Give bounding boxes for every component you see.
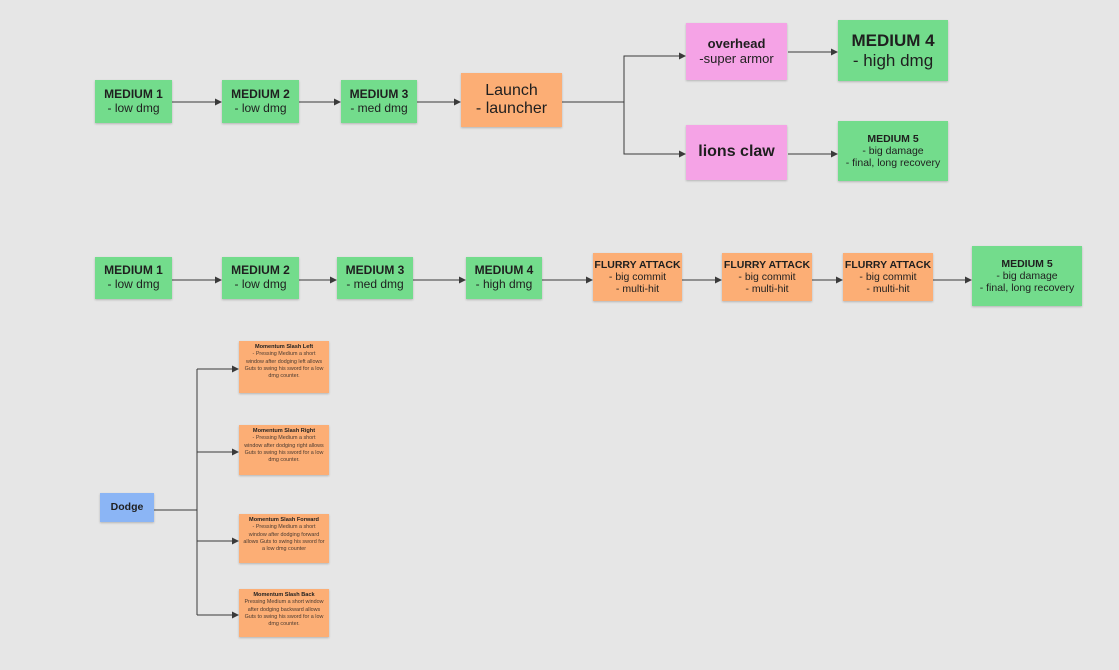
note-title: MEDIUM 1 bbox=[104, 263, 163, 278]
note-text: - high dmg bbox=[852, 50, 934, 70]
note-text: - final, long recovery bbox=[845, 157, 941, 170]
note-text: - Pressing Medium a short window after d… bbox=[243, 524, 325, 553]
note-text: - low dmg bbox=[107, 100, 160, 115]
note-text: - big commit bbox=[738, 270, 796, 283]
note-title: Momentum Slash Forward bbox=[249, 517, 319, 523]
note-title: Momentum Slash Back bbox=[253, 592, 315, 598]
note-text: - Pressing Medium a short window after d… bbox=[244, 351, 324, 380]
line-launch-branch bbox=[562, 52, 686, 103]
note-text: - Pressing Medium a short window after d… bbox=[244, 435, 324, 464]
lions-claw-note[interactable]: lions claw bbox=[686, 125, 787, 180]
note-text: -super armor bbox=[699, 50, 774, 66]
momentum-slash-right-note[interactable]: Momentum Slash Right - Pressing Medium a… bbox=[239, 425, 329, 475]
note-title: MEDIUM 2 bbox=[231, 86, 290, 101]
row2-medium2-note[interactable]: MEDIUM 2 - low dmg bbox=[222, 257, 299, 299]
note-text: - launcher bbox=[475, 100, 548, 117]
note-title: FLURRY ATTACK bbox=[723, 258, 811, 271]
note-text: - multi-hit bbox=[745, 283, 789, 296]
note-text: - high dmg bbox=[475, 277, 533, 291]
note-text: - final, long recovery bbox=[979, 282, 1075, 295]
row1-medium1-note[interactable]: MEDIUM 1 - low dmg bbox=[95, 80, 172, 123]
line-launch-branch-lower bbox=[623, 102, 686, 158]
dodge-note[interactable]: Dodge bbox=[100, 493, 154, 522]
note-title: Dodge bbox=[110, 501, 144, 514]
note-text: - low dmg bbox=[234, 277, 287, 291]
note-title: MEDIUM 5 bbox=[867, 132, 919, 145]
row2-medium5-note[interactable]: MEDIUM 5 - big damage - final, long reco… bbox=[972, 246, 1082, 306]
note-text: Launch bbox=[485, 81, 538, 99]
momentum-slash-left-note[interactable]: Momentum Slash Left - Pressing Medium a … bbox=[239, 341, 329, 393]
note-text: - big damage bbox=[996, 269, 1058, 282]
note-text: - med dmg bbox=[346, 277, 404, 291]
note-text: - big damage bbox=[862, 144, 924, 157]
row1-medium4-note[interactable]: MEDIUM 4 - high dmg bbox=[838, 20, 948, 81]
note-text: - multi-hit bbox=[615, 283, 660, 296]
flurry-attack-2-note[interactable]: FLURRY ATTACK - big commit - multi-hit bbox=[722, 253, 812, 301]
note-title: MEDIUM 2 bbox=[231, 263, 290, 278]
note-title: MEDIUM 4 bbox=[851, 30, 935, 50]
flurry-attack-1-note[interactable]: FLURRY ATTACK - big commit - multi-hit bbox=[593, 253, 682, 301]
note-title: overhead bbox=[707, 35, 766, 51]
note-title: MEDIUM 3 bbox=[345, 263, 405, 278]
launch-note[interactable]: Launch - launcher bbox=[461, 73, 562, 127]
note-title: FLURRY ATTACK bbox=[594, 258, 681, 271]
note-title: lions claw bbox=[698, 143, 775, 161]
note-title: MEDIUM 3 bbox=[349, 86, 409, 101]
row2-medium3-note[interactable]: MEDIUM 3 - med dmg bbox=[337, 257, 413, 299]
note-title: MEDIUM 5 bbox=[1001, 257, 1053, 270]
note-title: Momentum Slash Left bbox=[254, 344, 314, 350]
note-text: - low dmg bbox=[234, 100, 287, 115]
note-title: Momentum Slash Right bbox=[252, 428, 316, 434]
row1-medium5-note[interactable]: MEDIUM 5 - big damage - final, long reco… bbox=[838, 121, 948, 181]
row2-medium4-note[interactable]: MEDIUM 4 - high dmg bbox=[466, 257, 542, 299]
note-text: - big commit bbox=[608, 270, 667, 283]
row1-medium3-note[interactable]: MEDIUM 3 - med dmg bbox=[341, 80, 417, 123]
note-title: FLURRY ATTACK bbox=[844, 258, 932, 271]
note-text: - med dmg bbox=[350, 100, 408, 115]
note-title: MEDIUM 4 bbox=[474, 263, 534, 278]
flurry-attack-3-note[interactable]: FLURRY ATTACK - big commit - multi-hit bbox=[843, 253, 933, 301]
row2-medium1-note[interactable]: MEDIUM 1 - low dmg bbox=[95, 257, 172, 299]
note-text: - multi-hit bbox=[866, 283, 910, 296]
overhead-note[interactable]: overhead -super armor bbox=[686, 23, 787, 80]
momentum-slash-forward-note[interactable]: Momentum Slash Forward - Pressing Medium… bbox=[239, 514, 329, 563]
note-text: Pressing Medium a short window after dod… bbox=[244, 599, 324, 628]
note-text: - big commit bbox=[859, 270, 917, 283]
momentum-slash-back-note[interactable]: Momentum Slash Back Pressing Medium a sh… bbox=[239, 589, 329, 637]
note-title: MEDIUM 1 bbox=[104, 86, 163, 101]
row1-medium2-note[interactable]: MEDIUM 2 - low dmg bbox=[222, 80, 299, 123]
note-text: - low dmg bbox=[107, 277, 160, 291]
